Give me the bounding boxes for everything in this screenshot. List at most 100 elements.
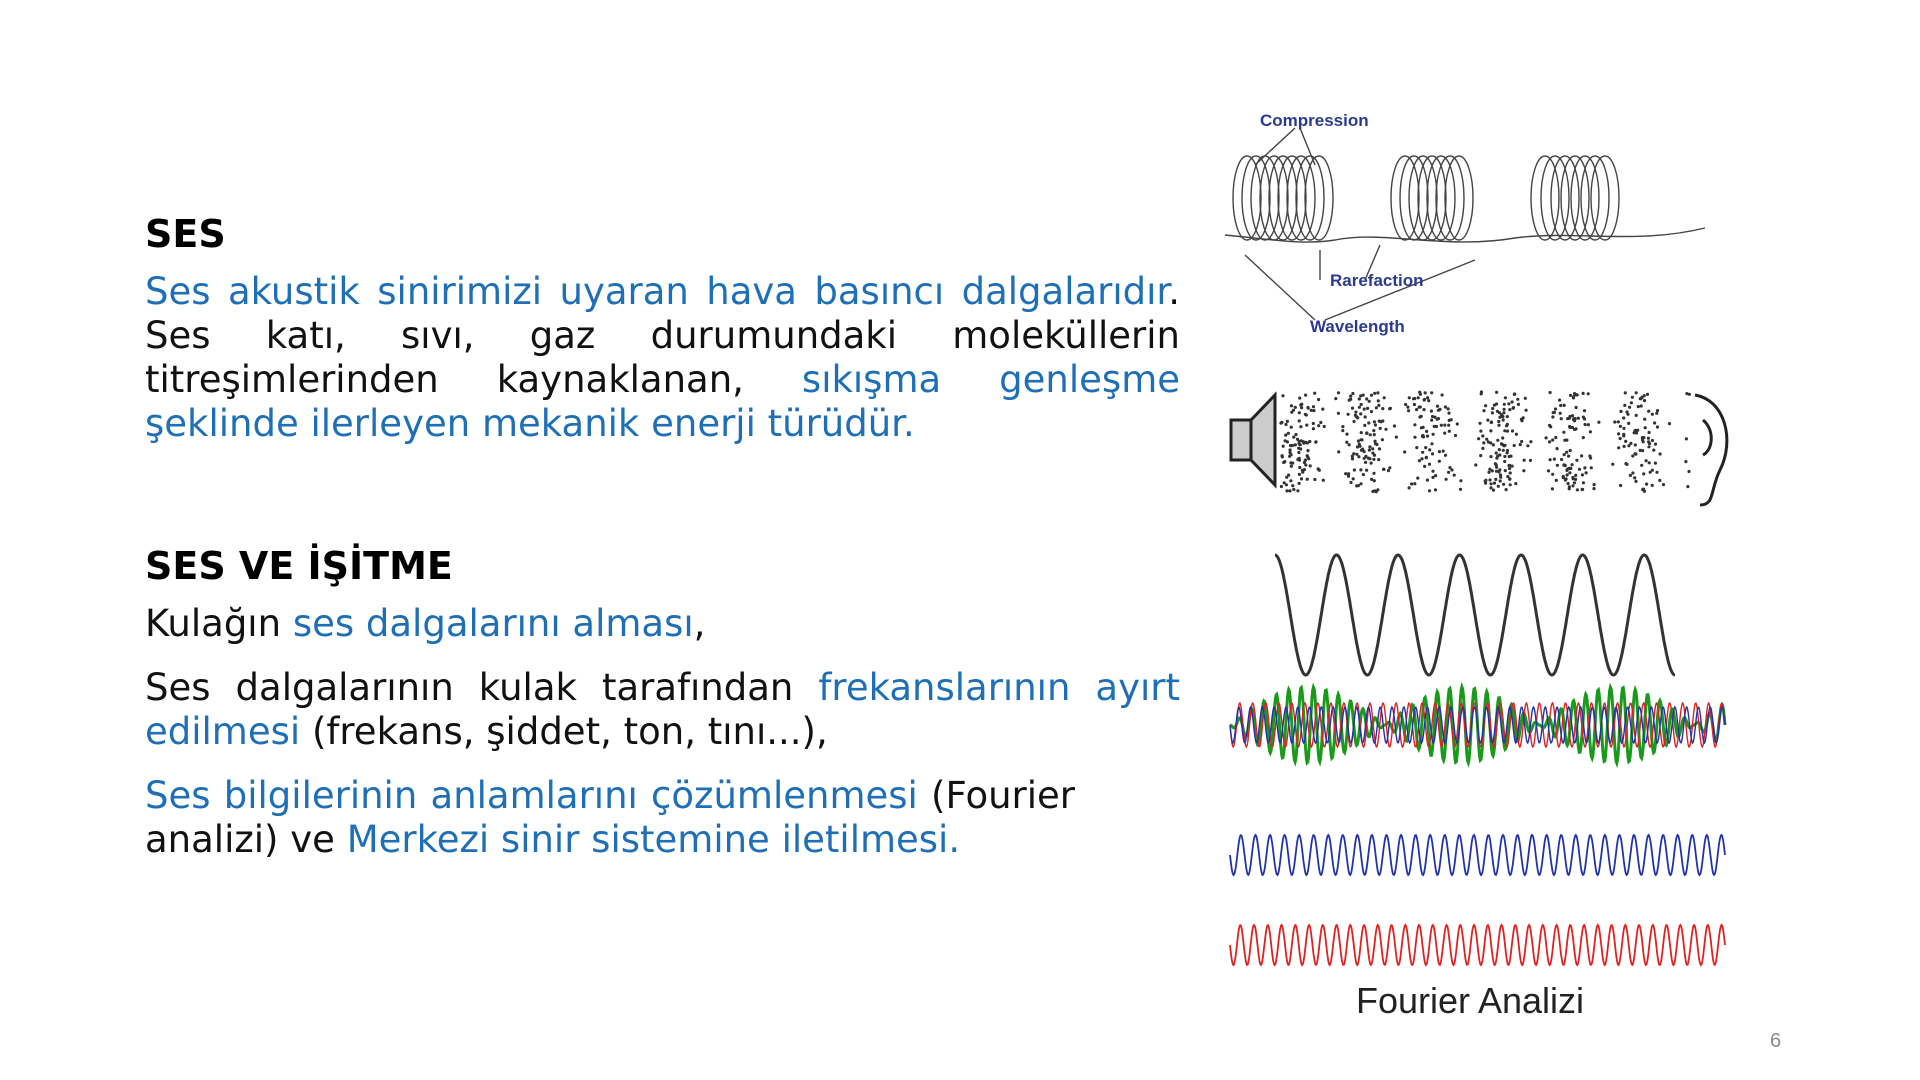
air-particle	[1336, 411, 1340, 415]
air-particle	[1352, 419, 1356, 424]
air-particle	[1341, 425, 1345, 429]
air-particle	[1481, 446, 1485, 450]
air-particle	[1626, 412, 1630, 416]
air-particle	[1562, 403, 1566, 407]
air-particle	[1291, 484, 1295, 488]
air-particle	[1627, 421, 1631, 425]
air-particle	[1421, 425, 1425, 429]
air-particle	[1312, 409, 1316, 413]
air-particle	[1430, 442, 1434, 446]
air-particle	[1489, 486, 1493, 490]
sound-wave-illustrations: Compression Rarefaction Wavelength	[1224, 111, 1729, 967]
air-particle	[1566, 417, 1570, 421]
air-particle	[1286, 431, 1290, 435]
air-particle	[1289, 453, 1293, 457]
air-particle	[1447, 411, 1451, 415]
air-particle	[1485, 437, 1489, 441]
air-particle	[1551, 411, 1555, 415]
air-particle	[1642, 399, 1647, 403]
air-particle	[1575, 488, 1579, 492]
air-particle	[1450, 468, 1454, 472]
wavelength-arrow-right	[1324, 259, 1476, 321]
air-particle	[1631, 454, 1635, 458]
isitme-item-1-black: Kulağın	[145, 602, 293, 645]
air-particle	[1613, 420, 1617, 424]
air-particle	[1356, 484, 1360, 488]
air-particle	[1484, 404, 1488, 408]
air-particle	[1561, 474, 1565, 479]
spring-coil	[1530, 155, 1560, 241]
air-particle	[1304, 463, 1308, 467]
air-particle	[1361, 447, 1365, 451]
air-particle	[1493, 462, 1497, 466]
air-particle	[1311, 427, 1315, 431]
air-particle	[1350, 457, 1355, 461]
air-particle	[1583, 422, 1587, 427]
air-particle	[1305, 477, 1309, 481]
air-particle	[1281, 394, 1285, 398]
air-particle	[1434, 474, 1438, 478]
air-particle	[1357, 455, 1361, 459]
spring-coil	[1268, 155, 1298, 241]
air-particle	[1567, 454, 1571, 458]
air-particle	[1404, 402, 1408, 407]
air-particle	[1478, 421, 1482, 425]
air-particle	[1443, 431, 1447, 435]
ear-icon	[1694, 393, 1729, 507]
air-particle	[1377, 403, 1381, 407]
isitme-item-1: Kulağın ses dalgalarını alması,	[145, 602, 1180, 646]
air-particle	[1376, 391, 1380, 395]
air-particle	[1568, 424, 1572, 429]
air-particle	[1489, 482, 1493, 486]
air-particle	[1369, 393, 1374, 397]
air-particle	[1439, 423, 1443, 427]
air-particle	[1482, 409, 1486, 413]
air-particle	[1581, 415, 1585, 419]
air-particle	[1497, 448, 1501, 452]
air-particle	[1574, 405, 1578, 410]
air-particle	[1295, 437, 1300, 441]
air-particle	[1571, 417, 1576, 422]
air-particle	[1298, 465, 1302, 470]
air-particle	[1570, 463, 1574, 467]
air-particle	[1431, 475, 1435, 479]
air-particle	[1520, 439, 1524, 444]
air-particle	[1359, 431, 1363, 435]
ses-definition-dot: .	[1168, 270, 1180, 313]
air-particle	[1508, 408, 1512, 412]
air-particle	[1633, 443, 1637, 447]
air-particle	[1508, 466, 1512, 471]
air-particle	[1548, 440, 1552, 444]
air-particle	[1510, 400, 1514, 404]
air-particle	[1570, 425, 1574, 430]
air-particle	[1497, 419, 1501, 424]
air-particle	[1584, 471, 1588, 475]
air-particle	[1503, 469, 1507, 473]
air-particle	[1370, 477, 1374, 481]
air-particle	[1337, 450, 1341, 454]
air-particle	[1422, 408, 1426, 412]
air-particle	[1386, 469, 1391, 473]
air-particle	[1653, 421, 1657, 425]
air-particles-field	[1279, 390, 1691, 494]
air-particle	[1317, 424, 1321, 428]
air-particle	[1424, 446, 1428, 450]
air-particle	[1352, 452, 1356, 456]
air-particle	[1421, 433, 1425, 438]
air-particle	[1505, 449, 1510, 453]
air-particle	[1509, 454, 1513, 458]
air-particle	[1502, 407, 1506, 411]
air-particle	[1365, 468, 1369, 472]
air-particle	[1452, 473, 1456, 477]
air-particle	[1555, 463, 1559, 467]
air-particle	[1494, 469, 1499, 473]
air-particle	[1368, 445, 1372, 449]
air-particle	[1628, 405, 1632, 409]
air-particle	[1369, 410, 1374, 414]
label-compression: Compression	[1260, 111, 1369, 130]
air-particle	[1520, 419, 1524, 423]
air-particle	[1581, 481, 1585, 485]
spring-coil	[1540, 155, 1570, 241]
air-particle	[1650, 412, 1654, 416]
fourier-wave-blue	[1229, 833, 1726, 877]
